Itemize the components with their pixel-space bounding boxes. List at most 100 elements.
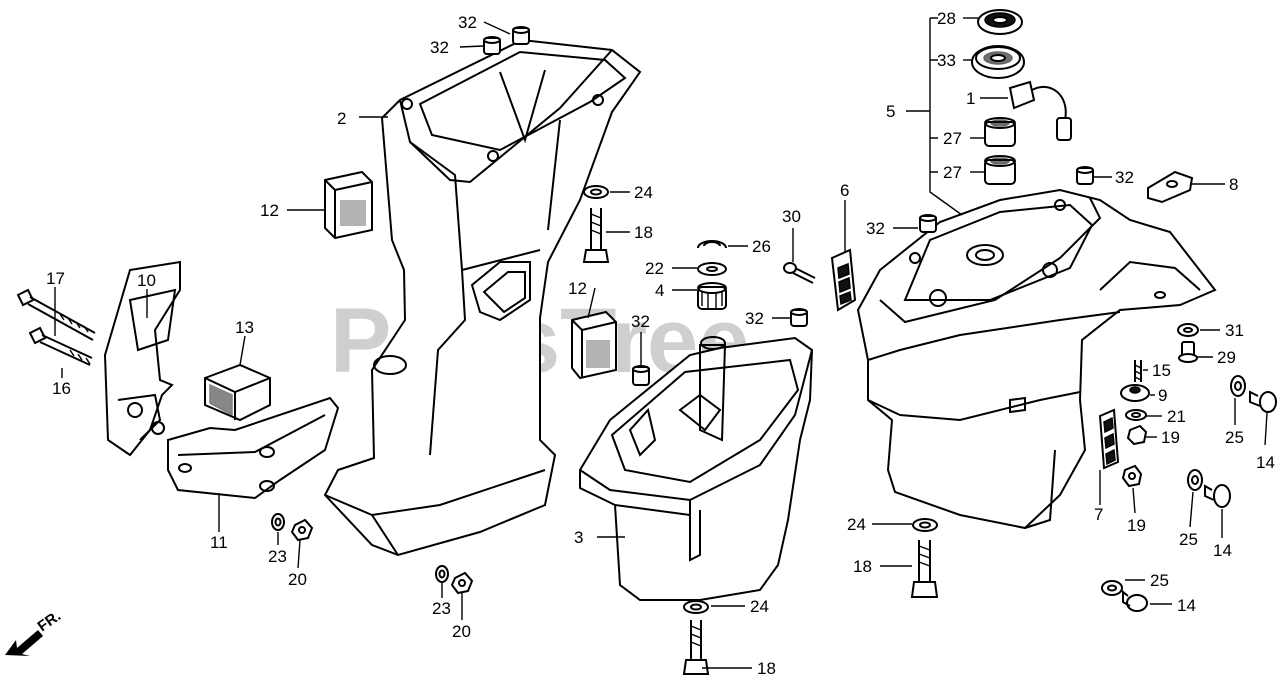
callout-21: 21 xyxy=(1167,407,1186,426)
callout-28: 28 xyxy=(937,9,956,28)
rubber-mount-12b[interactable] xyxy=(571,310,617,380)
callout-19: 19 xyxy=(1127,516,1146,535)
gear-case-assembly[interactable] xyxy=(856,188,1217,530)
washer-23b[interactable] xyxy=(435,565,449,583)
callout-26: 26 xyxy=(752,237,771,256)
washer-24c[interactable] xyxy=(912,518,938,532)
callout-13: 13 xyxy=(235,318,254,337)
washer-21[interactable] xyxy=(1125,409,1147,421)
bolt-29[interactable] xyxy=(1178,341,1198,363)
bolt-14b[interactable] xyxy=(1204,484,1231,508)
callout-32: 32 xyxy=(458,13,477,32)
screw-15[interactable] xyxy=(1134,360,1142,382)
callout-14: 14 xyxy=(1256,453,1275,472)
trim-tab-9[interactable] xyxy=(1120,384,1150,402)
callout-labels: 2 32 32 12 17 10 16 13 11 23 20 23 20 24… xyxy=(46,9,1275,678)
bolt-16[interactable] xyxy=(28,326,93,366)
callout-14: 14 xyxy=(1213,541,1232,560)
collar-32c[interactable] xyxy=(632,365,650,386)
callout-24: 24 xyxy=(750,597,769,616)
callout-23: 23 xyxy=(268,547,287,566)
callout-14: 14 xyxy=(1177,596,1196,615)
washer-24a[interactable] xyxy=(583,185,609,199)
callout-22: 22 xyxy=(645,259,664,278)
callout-16: 16 xyxy=(52,379,71,398)
callout-20: 20 xyxy=(288,570,307,589)
bolt-14c[interactable] xyxy=(1122,589,1148,612)
washer-25b[interactable] xyxy=(1187,469,1203,491)
callout-18: 18 xyxy=(634,223,653,242)
callout-32: 32 xyxy=(745,309,764,328)
anode-7[interactable] xyxy=(1098,408,1120,470)
collar-32d[interactable] xyxy=(790,308,808,327)
nut-19b[interactable] xyxy=(1121,464,1143,488)
bolt-18b[interactable] xyxy=(682,620,710,675)
mount-cover-11[interactable] xyxy=(167,396,340,500)
extension-case-lower[interactable] xyxy=(579,336,814,601)
sensor-1[interactable] xyxy=(1008,80,1072,141)
callout-24: 24 xyxy=(634,183,653,202)
leader-lines xyxy=(54,17,1268,669)
bearing-28[interactable] xyxy=(977,9,1023,35)
rubber-mount-12a[interactable] xyxy=(324,170,373,240)
callout-32: 32 xyxy=(430,38,449,57)
callout-15: 15 xyxy=(1152,361,1171,380)
callout-32: 32 xyxy=(631,312,650,331)
callout-20: 20 xyxy=(452,622,471,641)
bolt-14a[interactable] xyxy=(1249,390,1277,413)
callout-2: 2 xyxy=(337,109,346,128)
callout-27: 27 xyxy=(943,163,962,182)
callout-8: 8 xyxy=(1229,175,1238,194)
callout-4: 4 xyxy=(655,281,664,300)
anode-6[interactable] xyxy=(830,248,857,312)
front-direction-arrow: FR. xyxy=(5,607,64,656)
callout-29: 29 xyxy=(1217,348,1236,367)
bolt-17[interactable] xyxy=(16,288,96,341)
nut-20a[interactable] xyxy=(290,518,314,542)
washer-25c[interactable] xyxy=(1101,580,1123,596)
extension-case-upper[interactable] xyxy=(323,38,642,557)
callout-3: 3 xyxy=(574,528,583,547)
washer-22[interactable] xyxy=(697,262,727,276)
washer-31[interactable] xyxy=(1177,323,1199,337)
callout-31: 31 xyxy=(1225,321,1244,340)
callout-33: 33 xyxy=(937,51,956,70)
callout-18: 18 xyxy=(853,557,872,576)
needle-bearing-27a[interactable] xyxy=(984,117,1016,147)
direction-label: FR. xyxy=(35,607,65,635)
callout-5: 5 xyxy=(886,102,895,121)
bolt-18a[interactable] xyxy=(582,208,610,263)
callout-25: 25 xyxy=(1225,428,1244,447)
collar-32e[interactable] xyxy=(1076,166,1094,185)
bearing-33[interactable] xyxy=(971,45,1025,79)
callout-9: 9 xyxy=(1158,386,1167,405)
callout-23: 23 xyxy=(432,599,451,618)
callout-25: 25 xyxy=(1150,571,1169,590)
bolt-18c[interactable] xyxy=(910,540,939,598)
needle-bearing-27b[interactable] xyxy=(984,155,1016,185)
washer-25a[interactable] xyxy=(1230,375,1246,397)
washer-23a[interactable] xyxy=(271,513,285,531)
mount-bracket-10[interactable] xyxy=(103,260,181,457)
bearing-4[interactable] xyxy=(697,282,727,310)
mount-rubber-13[interactable] xyxy=(204,363,271,422)
callout-6: 6 xyxy=(840,181,849,200)
nut-20b[interactable] xyxy=(450,571,474,595)
collar-32b[interactable] xyxy=(483,36,501,55)
screw-30[interactable] xyxy=(783,262,816,284)
callout-7: 7 xyxy=(1094,505,1103,524)
collar-32a[interactable] xyxy=(512,26,530,45)
callout-32: 32 xyxy=(866,219,885,238)
callout-17: 17 xyxy=(46,269,65,288)
washer-24b[interactable] xyxy=(683,600,709,614)
callout-10: 10 xyxy=(137,271,156,290)
callout-18: 18 xyxy=(757,659,776,678)
circlip-26[interactable] xyxy=(697,240,727,249)
nut-19a[interactable] xyxy=(1126,424,1148,446)
collar-32f[interactable] xyxy=(919,214,937,233)
cap-8[interactable] xyxy=(1147,170,1194,204)
callout-30: 30 xyxy=(782,207,801,226)
callout-11: 11 xyxy=(210,533,228,552)
callout-27: 27 xyxy=(943,129,962,148)
